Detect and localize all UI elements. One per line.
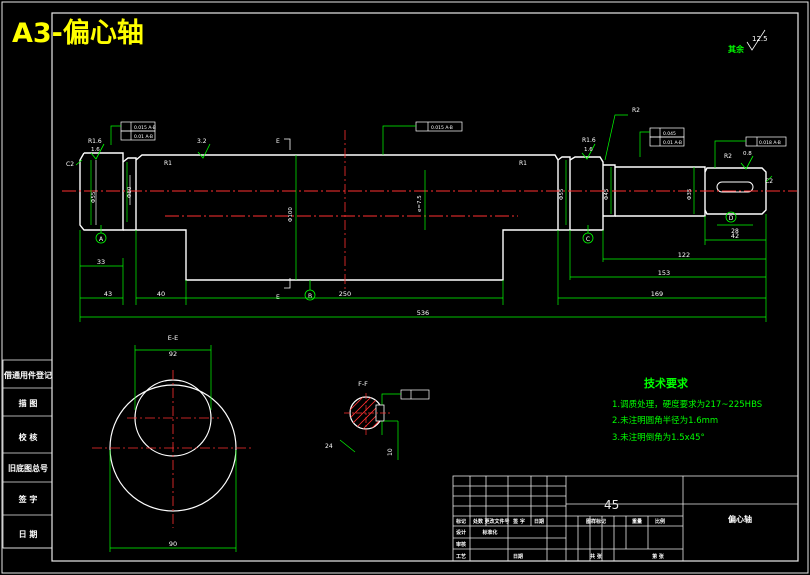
v32-label: 3.2 [197,138,207,145]
dia-label-d: Φ55 [559,188,565,200]
tol-6: 0.018 A-B [759,140,781,146]
roughness-marks [90,143,754,170]
ee-dim-92: 92 [169,350,177,358]
tol-5: 0.01 A-B [663,140,682,146]
r2-end: R2 [724,153,732,160]
tb-h-scale: 比例 [655,518,665,525]
journal-details [95,160,131,225]
tb-material: 45 [604,498,619,512]
sidebar-cell-5: 签 字 [18,494,38,504]
ff-dim-10: 10 [387,448,394,456]
ff-dim-24: 24 [325,443,333,450]
dia-label-ecc: e=7.5 [417,195,423,212]
dia-label-f: Φ35 [687,188,693,200]
ff-centerlines [344,393,390,436]
dim-33: 33 [97,258,105,266]
inner-frame [51,12,799,562]
ee-label: E-E [168,334,179,342]
roughness-value: 12.5 [752,35,768,43]
datum-b: B [308,293,312,300]
shaft-outline [79,152,767,281]
ee-dim-100: 90 [169,540,177,548]
title-block-grid [452,475,799,562]
tb-h-count: 处数 [472,518,484,525]
c2-left: C2 [66,161,74,168]
tolerance-frames [120,121,787,400]
dim-250: 250 [339,290,351,298]
ff-label: F-F [358,380,368,388]
ee-centerlines [92,370,254,528]
tb-h-weight: 重量 [632,518,642,525]
tech-line-1: 1.调质处理，硬度要求为217~225HBS [612,399,762,410]
datum-a: A [99,236,104,243]
datum-c: C [586,236,590,243]
dim-169: 169 [651,290,663,298]
e-mark-bottom: E [276,294,280,301]
r16-left: R1.6 [88,138,102,145]
tol-1: 0.015 A-B [134,125,156,131]
r1-left: R1 [164,160,172,167]
ff-dims [339,420,399,460]
sidebar-table [2,359,53,549]
tol-2: 0.01 A-B [134,134,153,140]
tb-r-date: 日期 [513,553,523,560]
horizontal-dims [79,214,767,322]
tol-4: 0.045 [663,131,676,137]
tb-r-std: 标准化 [481,529,497,536]
sidebar-cell-3: 校 核 [19,432,38,442]
dim-536: 536 [417,309,429,317]
r2-top: R2 [632,107,640,114]
c2-right: C2 [765,178,773,185]
tb-h-change: 更改文件号 [484,518,509,525]
dim-28: 28 [731,228,739,235]
tech-heading: 技术要求 [644,376,689,390]
r1-right: R1 [519,160,527,167]
roughness-label: 其余 [728,44,745,54]
dim-153: 153 [658,269,670,277]
dia-label-b: Φ60 [127,186,133,198]
tb-h-date: 日期 [534,518,544,525]
sidebar-cell-4: 旧底图总号 [8,463,48,473]
dia-label-c: Φ100 [288,207,294,222]
dim-122: 122 [678,251,690,259]
v08-label: 0.8 [743,151,752,157]
tb-sheets: 共 张 [590,553,603,560]
section-e-markers [284,138,291,289]
tb-h-mark: 标记 [455,518,466,525]
keyway-slot [716,181,754,193]
tb-r-craft: 工艺 [456,553,466,560]
sidebar-cell-2: 描 图 [19,398,38,408]
e-mark-top: E [276,138,280,145]
tb-r-review: 审核 [456,541,466,548]
datum-d: D [729,215,734,222]
tech-line-2: 2.未注明圆角半径为1.6mm [612,415,718,426]
datum-symbols [95,211,737,301]
tb-h-sign: 签 字 [512,518,525,525]
tb-h-pattern: 图样标记 [586,518,606,525]
tb-sheet-no: 第 张 [652,553,665,560]
dim-43: 43 [104,290,112,298]
ee-dims [109,345,237,552]
sidebar-cell-1: 借通用件登记 [3,370,52,380]
diameter-dim-lines [90,155,695,280]
roughness-symbol [746,29,766,51]
r16-right: R1.6 [582,137,596,144]
tb-part-name: 偏心轴 [728,514,752,524]
tb-r-design: 设计 [456,529,466,536]
dia-label-e: Φ45 [604,188,610,200]
tech-line-3: 3.未注明倒角为1.5x45° [612,432,705,443]
dia-label-a: Φ55 [91,191,97,203]
dim-40: 40 [157,290,165,298]
drawing-title: A3-偏心轴 [12,18,144,49]
v16-left: 1.6 [91,147,100,153]
dim-42: 42 [731,232,739,240]
tol-3: 0.015 A-B [431,125,453,131]
v16-right: 1.6 [584,147,593,153]
sidebar-cell-6: 日 期 [19,529,38,539]
